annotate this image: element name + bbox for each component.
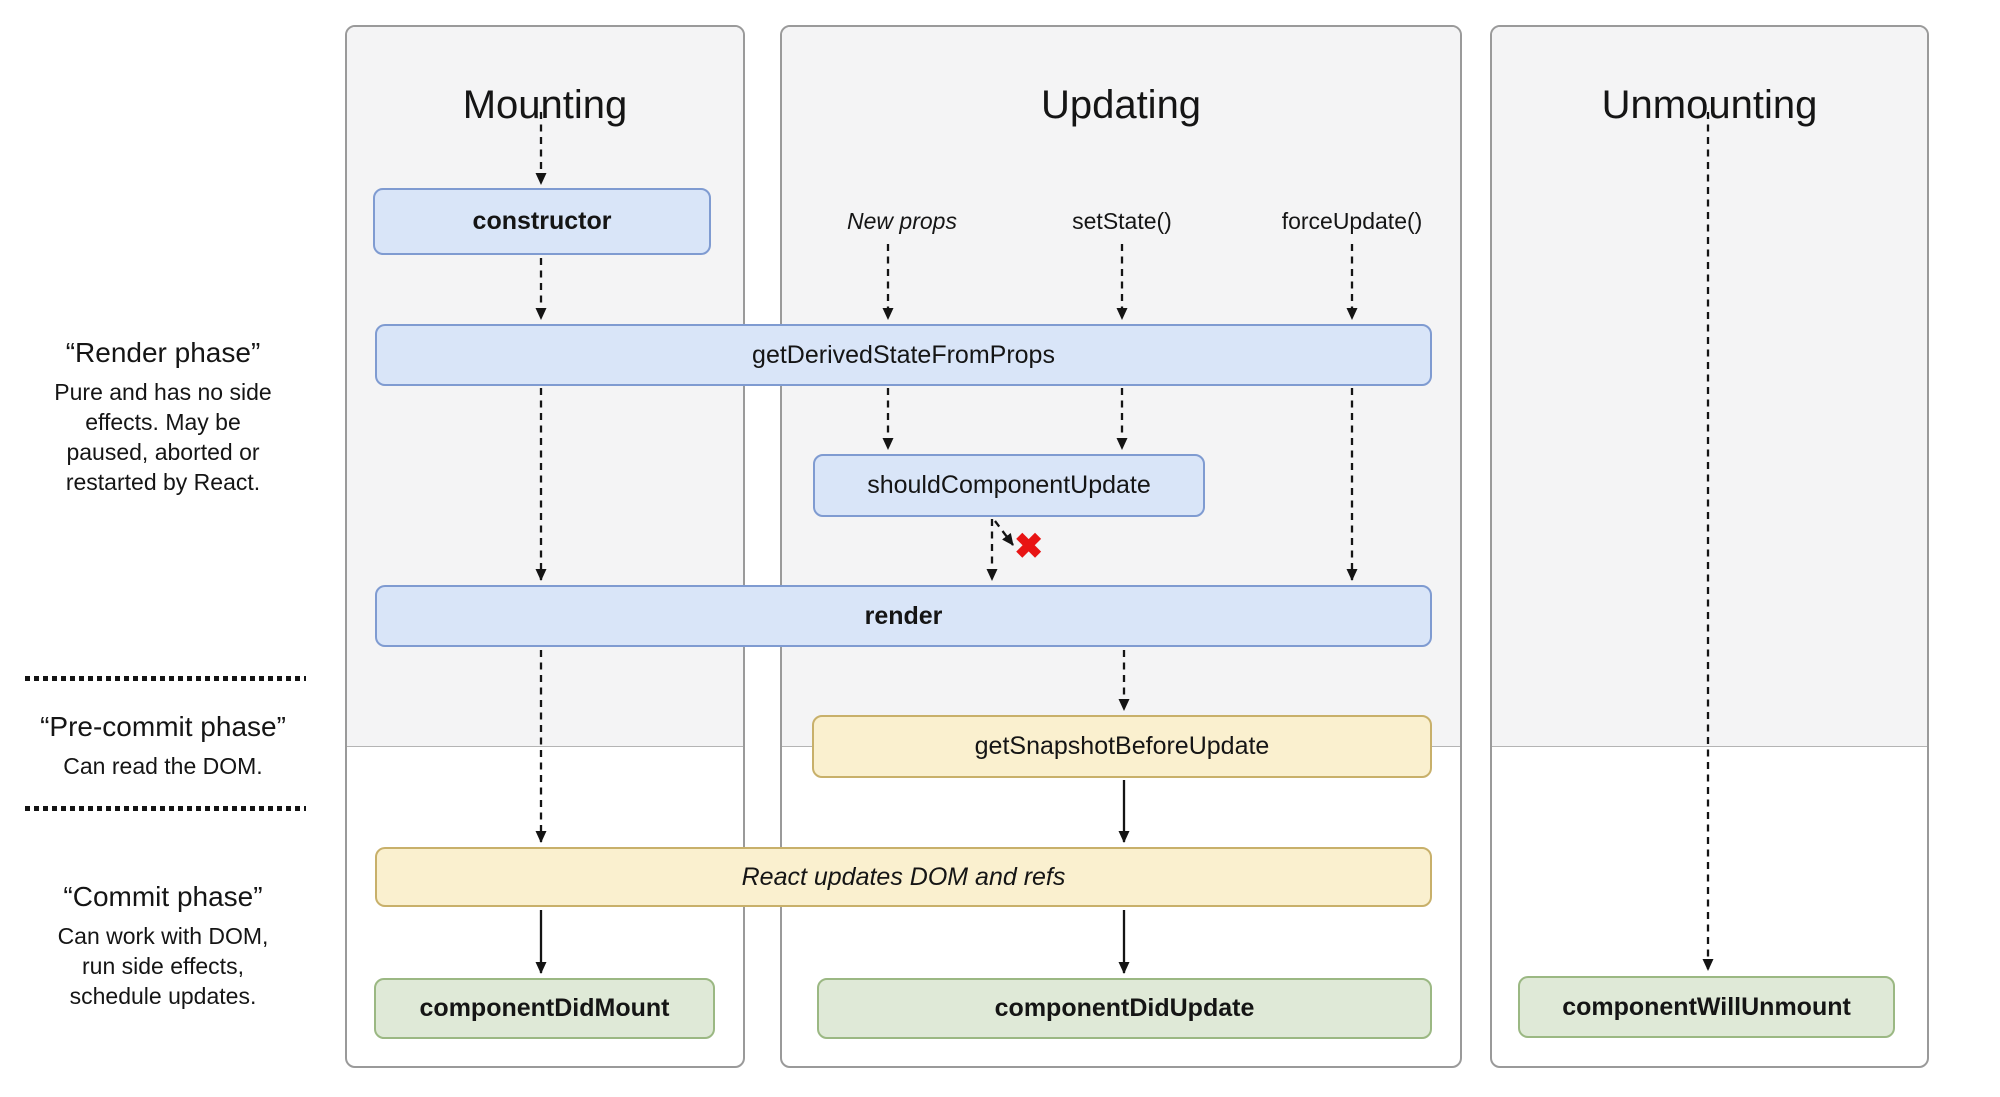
trigger-setstate: setState() [1072,208,1172,234]
trigger-new-props: New props [847,208,957,234]
phase-description-line: schedule updates. [69,983,257,1009]
render-phase-shaded-region [1492,27,1927,747]
phase-description-line: run side effects, [82,953,244,979]
phase-title: “Commit phase” [63,881,263,912]
render-phase-label: “Render phase” Pure and has no side effe… [12,336,314,497]
phase-separator-dotted-line [25,806,306,811]
node-getsnapshotbeforeupdate: getSnapshotBeforeUpdate [812,715,1432,778]
phase-description-line: Can read the DOM. [63,753,263,779]
column-title-unmounting: Unmounting [1601,83,1818,127]
column-title-mounting: Mounting [462,83,628,127]
phase-description-line: restarted by React. [65,469,261,495]
phase-title: “Render phase” [65,337,261,368]
node-react-updates-dom-and-refs: React updates DOM and refs [375,847,1432,907]
column-mounting: Mounting [345,25,745,1068]
node-render: render [375,585,1432,647]
column-title-updating: Updating [1040,83,1202,127]
node-shouldcomponentupdate: shouldComponentUpdate [813,454,1205,517]
pre-commit-phase-label: “Pre-commit phase” Can read the DOM. [12,710,314,781]
node-componentdidupdate: componentDidUpdate [817,978,1432,1039]
update-blocked-x-icon: ✖ [1014,527,1044,566]
phase-description-line: Can work with DOM, [57,923,269,949]
trigger-forceupdate: forceUpdate() [1281,208,1423,234]
node-componentdidmount: componentDidMount [374,978,715,1039]
node-componentwillunmount: componentWillUnmount [1518,976,1895,1038]
node-getderivedstatefromprops: getDerivedStateFromProps [375,324,1432,386]
column-unmounting: Unmounting [1490,25,1929,1068]
phase-description-line: paused, aborted or [66,439,260,465]
commit-phase-label: “Commit phase” Can work with DOM, run si… [12,880,314,1011]
column-updating: Updating [780,25,1462,1068]
node-constructor: constructor [373,188,711,255]
phase-separator-dotted-line [25,676,306,681]
phase-description-line: Pure and has no side [54,379,272,405]
phase-title: “Pre-commit phase” [40,711,286,742]
phase-description-line: effects. May be [85,409,241,435]
